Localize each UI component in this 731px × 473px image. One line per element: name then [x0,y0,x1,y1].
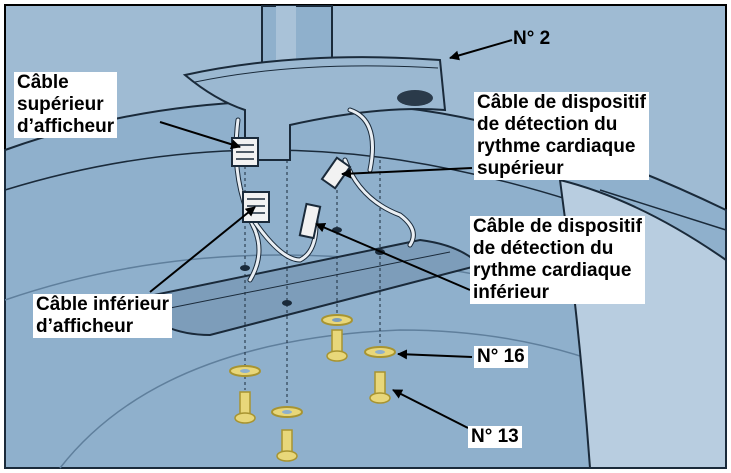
label-part-16: N° 16 [474,346,528,368]
hr-cable-upper-core [343,158,415,247]
label-line: rythme cardiaque [473,260,632,281]
label-lower-hr-cable: Câble de dispositif de détection du ryth… [470,216,645,304]
label-line: inférieur [473,282,550,303]
bolt [369,371,391,404]
bolt-head [326,350,348,362]
leader-lines [149,39,513,429]
label-line: Câble de dispositif [473,216,642,237]
bolt-head [276,450,298,462]
cover-foot [397,90,433,106]
leader-upper-display-cable [159,121,241,150]
label-upper-hr-cable: Câble de dispositif de détection du ryth… [474,92,649,180]
leader-lower-display-cable [149,206,256,293]
label-part-2: N° 2 [513,28,551,49]
label-line: Câble inférieur [36,294,170,315]
leader-part-16 [397,349,473,360]
label-line: de détection du [473,238,614,259]
label-line: Câble de dispositif [477,92,646,113]
side-edge [599,189,727,231]
label-line: supérieur [477,158,564,179]
washer-hole [332,318,342,322]
label-part-13: N° 13 [468,426,522,448]
bolt-head [234,412,256,424]
leader-part-13 [392,389,469,429]
washer-hole [240,369,250,373]
hole [240,265,250,271]
hole [282,300,292,306]
mounting-holes [240,227,385,306]
washer-hole [282,410,292,414]
bolt [234,391,256,424]
label-line: d’afficheur [17,116,115,137]
plate-edge [149,251,451,313]
label-line: supérieur [17,94,104,115]
washer-hole [375,350,385,354]
label-lower-display-cable: Câble inférieur d’afficheur [33,294,173,338]
bolt [276,429,298,462]
leader-lower-hr-cable [315,222,471,291]
bolt [326,329,348,362]
cover-rim [194,65,439,83]
bolts [234,329,391,462]
label-line: Câble [17,72,69,93]
leader-upper-hr-cable [341,167,473,179]
display-connector-lower [242,191,270,223]
upright-cover [182,56,447,161]
bolt-head [369,392,391,404]
label-line: rythme cardiaque [477,136,636,157]
label-upper-display-cable: Câble supérieur d’afficheur [14,72,118,138]
washers [229,314,396,418]
label-line: de détection du [477,114,618,135]
leader-part-2 [449,39,513,61]
label-line: d’afficheur [36,316,134,337]
hr-cable-top-core [348,108,374,172]
